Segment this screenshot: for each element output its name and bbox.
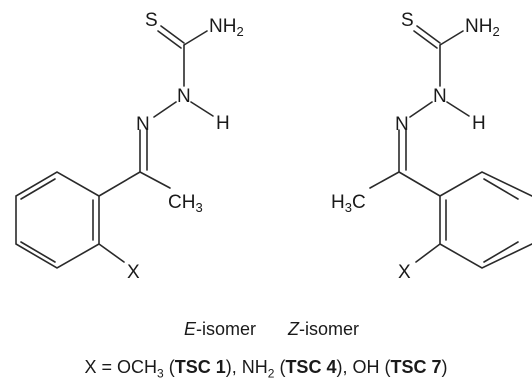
e-isomer-structure: S NH2 N H N CH3 X bbox=[15, 10, 244, 283]
e-x-substituent-label: X bbox=[127, 262, 140, 283]
tsc-4-label: TSC 4 bbox=[285, 357, 337, 377]
e-sulfur-label: S bbox=[145, 10, 158, 31]
z-imine-nitrogen-label: N bbox=[395, 114, 409, 135]
e-imine-nitrogen-label: N bbox=[136, 114, 150, 135]
z-sulfur-label: S bbox=[401, 10, 414, 31]
z-cs-bond-a bbox=[416, 25, 441, 44]
z-hydrogen-label: H bbox=[472, 113, 486, 134]
e-hydrogen-label: H bbox=[216, 113, 230, 134]
z-nn-bond bbox=[409, 101, 433, 118]
z-isomer-structure: S NH2 N H N H3C X bbox=[331, 10, 532, 283]
z-ring-inner-2 bbox=[483, 178, 519, 200]
e-ring-x-bond bbox=[98, 243, 125, 263]
e-ch3-label: CH3 bbox=[168, 192, 203, 215]
z-x-substituent-label: X bbox=[398, 262, 411, 283]
z-nh-nitrogen-label: N bbox=[433, 86, 447, 107]
e-c-ring-bond bbox=[98, 171, 141, 197]
e-isomer-caption: E-isomer bbox=[184, 319, 257, 339]
z-benzene-ring bbox=[439, 171, 532, 269]
substituent-legend: X = OCH3 (TSC 1), NH2 (TSC 4), OH (TSC 7… bbox=[84, 357, 448, 381]
z-c-ch3-bond bbox=[369, 171, 400, 189]
z-nh2-label: NH2 bbox=[465, 16, 500, 39]
z-h3c-label: H3C bbox=[331, 192, 366, 215]
e-nn-bond bbox=[153, 101, 177, 118]
tsc-1-label: TSC 1 bbox=[174, 357, 226, 377]
e-nh2-label: NH2 bbox=[209, 16, 244, 39]
e-cs-bond-a bbox=[160, 25, 185, 44]
e-benzene-ring bbox=[15, 171, 100, 269]
e-cs-bond-b bbox=[157, 30, 182, 49]
tsc-7-label: TSC 7 bbox=[390, 357, 442, 377]
e-nh-bond bbox=[190, 101, 214, 117]
e-c-nh2-bond bbox=[183, 30, 208, 46]
e-c-ch3-bond bbox=[139, 171, 171, 189]
z-c-nh2-bond bbox=[439, 30, 464, 46]
e-nh-nitrogen-label: N bbox=[177, 86, 191, 107]
z-cs-bond-b bbox=[413, 30, 438, 49]
z-nh-bond bbox=[446, 101, 470, 117]
z-c-ring-bond bbox=[398, 171, 441, 197]
e-ring-inner-3 bbox=[20, 178, 56, 200]
e-ring-inner-2 bbox=[20, 241, 56, 263]
z-isomer-caption: Z-isomer bbox=[288, 319, 360, 339]
z-ring-x-bond bbox=[415, 243, 441, 263]
z-ring-inner-3 bbox=[483, 241, 519, 263]
